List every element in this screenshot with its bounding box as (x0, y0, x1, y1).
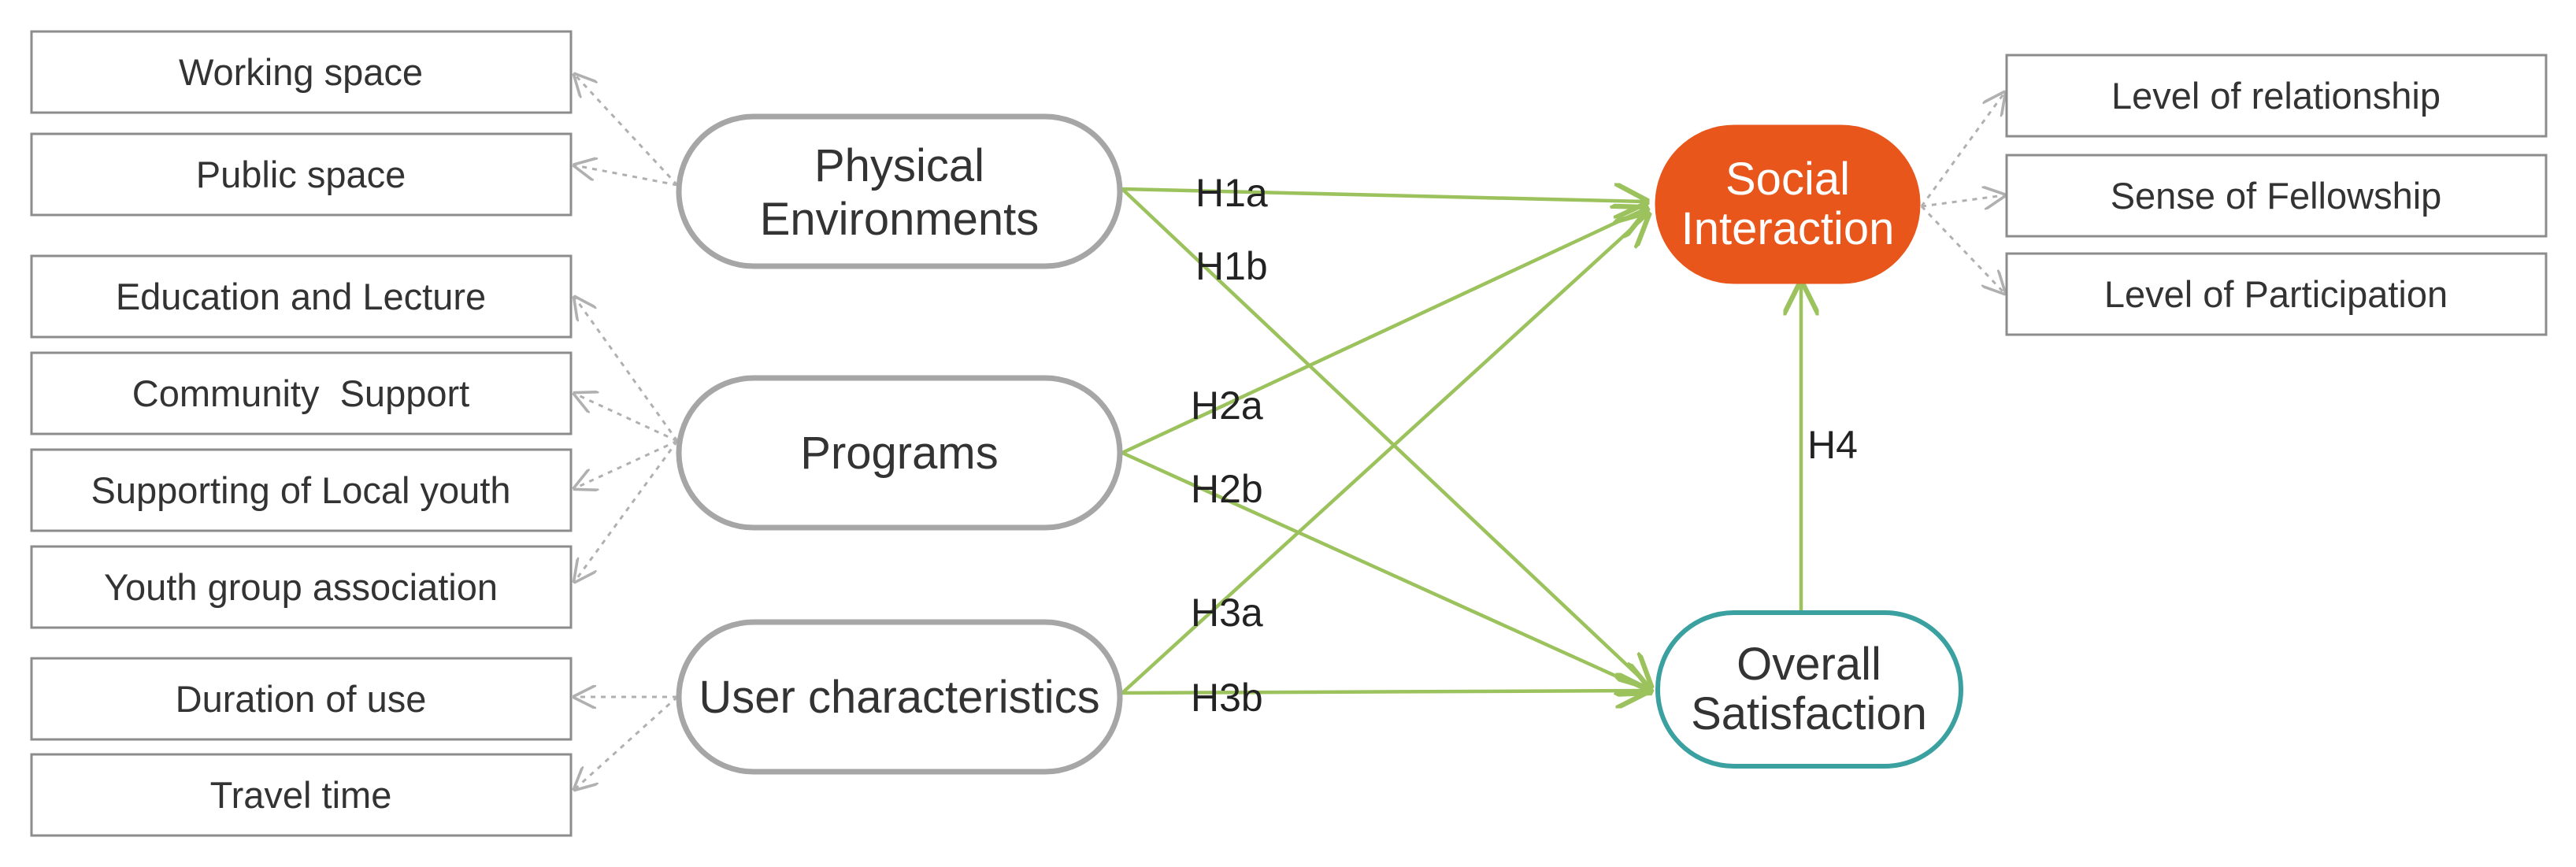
construct-label: User characteristics (699, 672, 1099, 723)
construct-user-characteristics: User characteristics (676, 619, 1123, 775)
indicator-box (30, 545, 573, 629)
indicator-box (30, 657, 573, 741)
indicator-group-programs: Education and Lecture Community Support … (30, 254, 573, 629)
indicator-box (2005, 252, 2548, 336)
indicator-fellowship: Sense of Fellowship (2111, 175, 2442, 217)
indicator-community-support: Community Support (132, 372, 469, 414)
construct-label-line1: Physical (814, 140, 984, 191)
indicator-education-lecture: Education and Lecture (116, 276, 486, 317)
construct-label-line2: Interaction (1681, 203, 1895, 254)
construct-pill (1655, 610, 1963, 769)
indicator-box (30, 351, 573, 435)
connector-fellowship (1921, 195, 2004, 206)
connector-local-youth (575, 439, 678, 488)
connector-youth-group (575, 440, 679, 581)
indicator-group-social: Level of relationship Sense of Fellowshi… (2005, 54, 2548, 336)
construct-label-line1: Overall (1736, 639, 1881, 690)
construct-pill (676, 619, 1123, 775)
indicator-level-relationship: Level of relationship (2111, 75, 2441, 117)
label-h4: H4 (1807, 423, 1858, 467)
path-h3b (1121, 691, 1648, 693)
construct-label-line2: Environments (760, 194, 1040, 245)
connector-public-space (575, 165, 678, 187)
path-h1a (1121, 189, 1646, 202)
connector-education (575, 298, 679, 442)
label-h3a: H3a (1191, 591, 1263, 635)
connector-community (575, 394, 678, 443)
indicator-group-physical: Working space Public space (30, 30, 573, 217)
path-h3a (1121, 214, 1648, 695)
label-h3b: H3b (1191, 676, 1263, 720)
indicator-box (2005, 154, 2548, 238)
label-h2b: H2b (1191, 467, 1263, 511)
construct-label-line1: Social (1725, 154, 1850, 205)
path-h2b (1121, 450, 1650, 691)
construct-physical-environments: Physical Environments (676, 113, 1123, 269)
indicator-connectors-right (1920, 93, 2004, 293)
indicator-box (30, 448, 573, 532)
construct-label: Programs (800, 428, 998, 479)
indicator-box (2005, 54, 2548, 138)
hypothesis-labels: H1a H1b H2a H2b H3a H3b H4 (1191, 171, 1858, 720)
construct-pill (676, 113, 1123, 269)
indicator-box (30, 753, 573, 837)
construct-label-line2: Satisfaction (1691, 688, 1927, 739)
construct-pill (676, 375, 1123, 531)
indicator-connectors-left (575, 75, 679, 789)
indicator-box (30, 30, 573, 114)
indicator-participation: Level of Participation (2104, 273, 2448, 315)
indicator-youth-group: Youth group association (104, 566, 498, 608)
path-h2a (1121, 209, 1646, 455)
indicator-local-youth: Supporting of Local youth (91, 469, 510, 511)
construct-social-interaction: Social Interaction (1655, 124, 1921, 284)
construct-pill (1655, 124, 1921, 284)
hypothesis-paths (1121, 187, 1801, 695)
connector-level-relationship (1920, 93, 2004, 207)
connector-travel-time (575, 695, 679, 789)
label-h2a: H2a (1191, 383, 1263, 428)
indicator-public-space: Public space (196, 154, 406, 195)
connector-participation (1920, 205, 2004, 293)
connector-working-space (575, 75, 679, 187)
construct-programs: Programs (676, 375, 1123, 531)
indicator-duration-of-use: Duration of use (176, 678, 427, 720)
indicator-box (30, 254, 573, 339)
label-h1a: H1a (1195, 171, 1268, 215)
indicator-group-user: Duration of use Travel time (30, 657, 573, 837)
label-h1b: H1b (1195, 244, 1268, 288)
construct-overall-satisfaction: Overall Satisfaction (1655, 610, 1963, 769)
path-h1b (1121, 187, 1650, 687)
indicator-box (30, 132, 573, 217)
indicator-working-space: Working space (179, 51, 423, 93)
indicator-travel-time: Travel time (210, 774, 392, 816)
